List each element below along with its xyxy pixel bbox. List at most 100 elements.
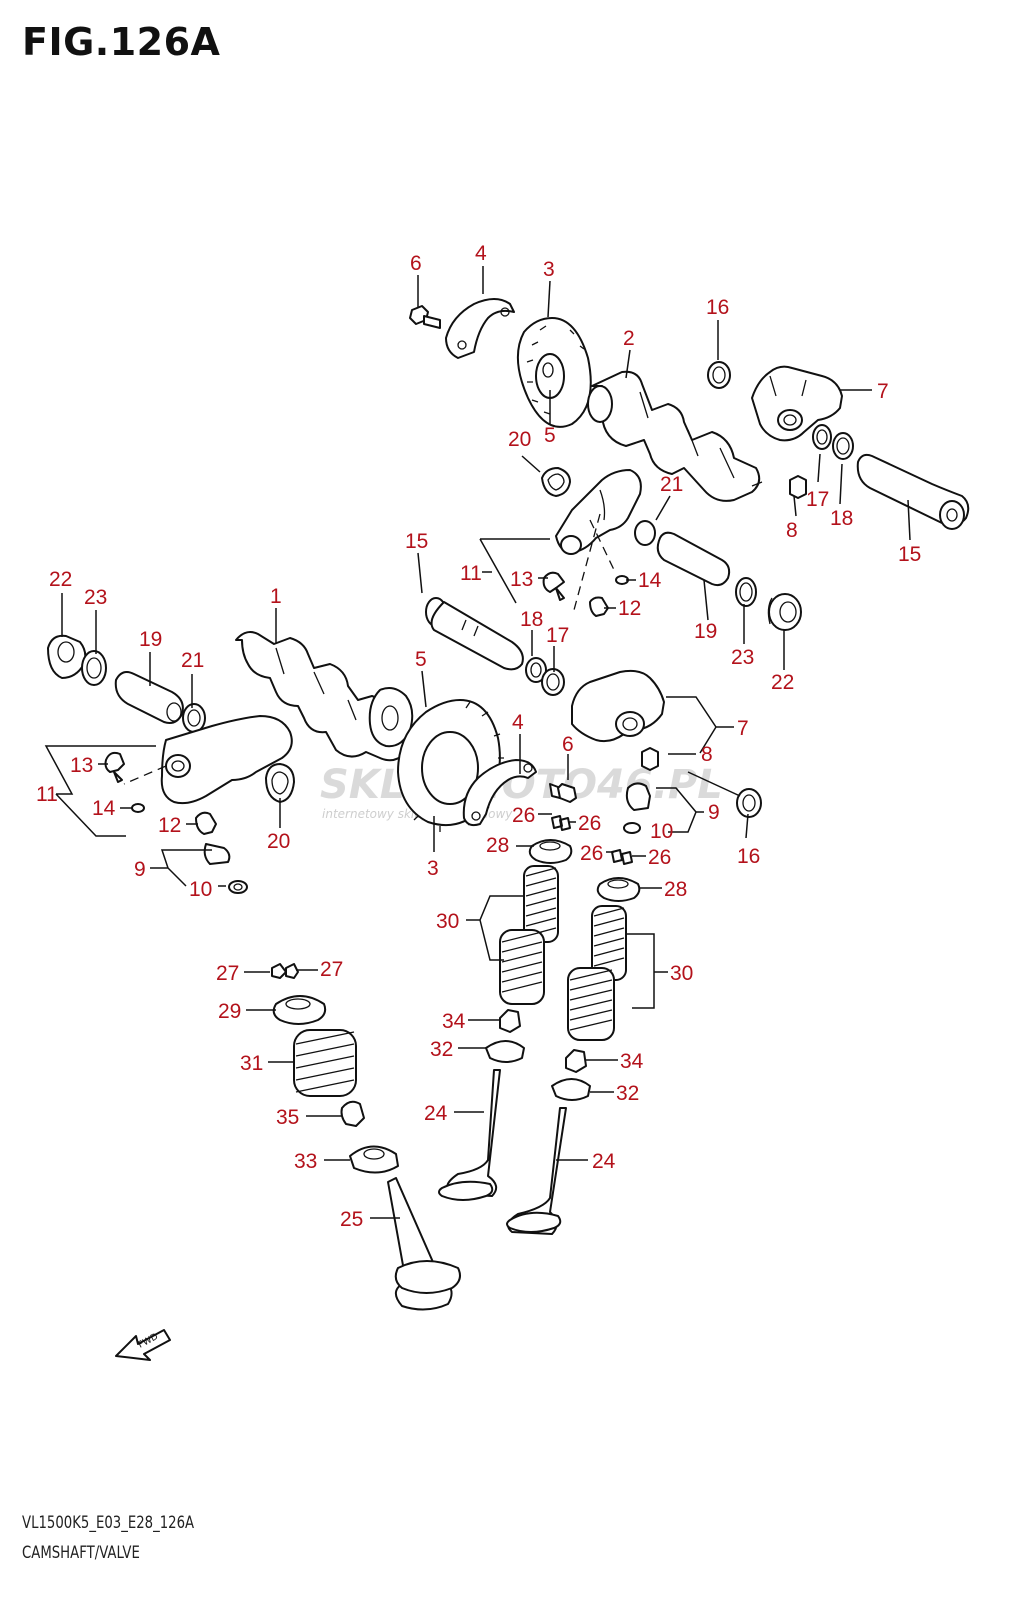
callout-16: 16: [706, 296, 729, 319]
callout-1: 1: [270, 585, 282, 608]
footer-diagram-code: VL1500K5_E03_E28_126A: [22, 1513, 195, 1533]
callout-3: 3: [543, 258, 555, 281]
callout-20: 20: [267, 830, 290, 853]
callout-5: 5: [544, 424, 556, 447]
rocker-shaft-19-upper: [634, 520, 731, 587]
bolt-top: [409, 305, 441, 329]
callout-8: 8: [786, 519, 798, 542]
callout-4: 4: [475, 242, 487, 265]
cotters-27: [271, 963, 299, 979]
bolt-lower: [549, 783, 577, 803]
callout-10: 10: [189, 878, 212, 901]
callout-21: 21: [660, 473, 683, 496]
fwd-arrow-icon: FWD: [115, 1329, 171, 1361]
callout-3: 3: [427, 857, 439, 880]
callout-33: 33: [294, 1150, 317, 1173]
stem-seal-seat-right: [551, 1049, 591, 1101]
valve-24-right: [506, 1107, 567, 1235]
spring-retainer-28-left: [528, 839, 573, 864]
callout-9: 9: [134, 858, 146, 881]
alignment-dash-lines: [123, 513, 617, 785]
spring-retainer-29: [272, 995, 327, 1025]
callout-29: 29: [218, 1000, 241, 1023]
callout-13: 13: [510, 568, 533, 591]
washers-17-18-mid: [525, 657, 565, 696]
cam-chain-guide-bracket-top: [445, 298, 515, 359]
adjuster-8-top: [789, 475, 807, 499]
cotters-26: [551, 815, 633, 865]
callout-23: 23: [731, 646, 754, 669]
footer-section-name: CAMSHAFT/VALVE: [22, 1543, 140, 1563]
callout-11: 11: [36, 783, 58, 806]
washer-20-top: [541, 467, 571, 497]
rocker-arm-11-upper: [555, 469, 642, 555]
callout-28: 28: [664, 878, 687, 901]
figure-title: FIG.126A: [22, 20, 221, 64]
washer-23-left: [81, 650, 107, 686]
callout-numbers: 6 4 3 5 2 16 7 20 21 17 8 18 15 15 11 13…: [36, 242, 921, 1231]
callout-7: 7: [737, 717, 749, 740]
callout-30: 30: [670, 962, 693, 985]
callout-26: 26: [648, 846, 671, 869]
callout-23: 23: [84, 586, 107, 609]
callout-22: 22: [771, 671, 794, 694]
valve-springs-30-left: [499, 865, 559, 1005]
shaft-cap-right: [735, 577, 802, 631]
stem-seal-seat-left: [485, 1009, 525, 1063]
callout-12: 12: [618, 597, 641, 620]
cam-sprocket-top: [516, 317, 592, 428]
callout-4: 4: [512, 711, 524, 734]
callout-24: 24: [424, 1102, 448, 1125]
callout-5: 5: [415, 648, 427, 671]
rocker-arm-top-right: [751, 365, 843, 442]
small-parts-upper: [542, 571, 629, 617]
spring-retainer-28-right: [596, 877, 641, 902]
callout-34: 34: [620, 1050, 644, 1073]
washer-16-top: [707, 361, 731, 389]
cam-chain-guide-bracket-lower: [462, 759, 537, 827]
rocker-shaft-15-mid: [425, 597, 524, 671]
callout-10: 10: [650, 820, 673, 843]
callout-27: 27: [320, 958, 343, 981]
adjusters-right: [623, 747, 659, 834]
callout-32: 32: [430, 1038, 453, 1061]
callout-28: 28: [486, 834, 509, 857]
callout-31: 31: [240, 1052, 263, 1075]
valve-springs-30-right: [567, 905, 627, 1041]
callout-14: 14: [638, 569, 662, 592]
callout-17: 17: [546, 624, 569, 647]
callout-21: 21: [181, 649, 204, 672]
callout-14: 14: [92, 797, 116, 820]
callout-26: 26: [578, 812, 601, 835]
callout-15: 15: [405, 530, 428, 553]
callout-34: 34: [442, 1010, 466, 1033]
callout-7: 7: [877, 380, 889, 403]
rocker-arm-7-right: [571, 669, 665, 743]
callout-19: 19: [694, 620, 717, 643]
callout-8: 8: [701, 743, 713, 766]
callout-2: 2: [623, 327, 635, 350]
washers-17-18-top: [812, 424, 854, 460]
rocker-arm-11-lower: [160, 715, 293, 805]
washer-21-left: [182, 703, 206, 733]
callout-18: 18: [520, 608, 543, 631]
callout-9: 9: [708, 801, 720, 824]
valve-24-left: [438, 1069, 501, 1201]
callout-16: 16: [737, 845, 760, 868]
callout-26: 26: [580, 842, 603, 865]
small-parts-lower-left: [104, 751, 248, 894]
stem-seal-35: [340, 1100, 365, 1127]
callout-24: 24: [592, 1150, 616, 1173]
callout-15: 15: [898, 543, 921, 566]
camshaft-rear: [587, 370, 763, 502]
callout-35: 35: [276, 1106, 299, 1129]
callout-17: 17: [806, 488, 829, 511]
valve-25: [387, 1177, 461, 1311]
callout-11: 11: [460, 562, 482, 585]
spring-seat-33: [349, 1145, 399, 1174]
callout-25: 25: [340, 1208, 363, 1231]
rocker-shaft-19-left: [114, 671, 184, 724]
callout-12: 12: [158, 814, 181, 837]
callout-30: 30: [436, 910, 459, 933]
